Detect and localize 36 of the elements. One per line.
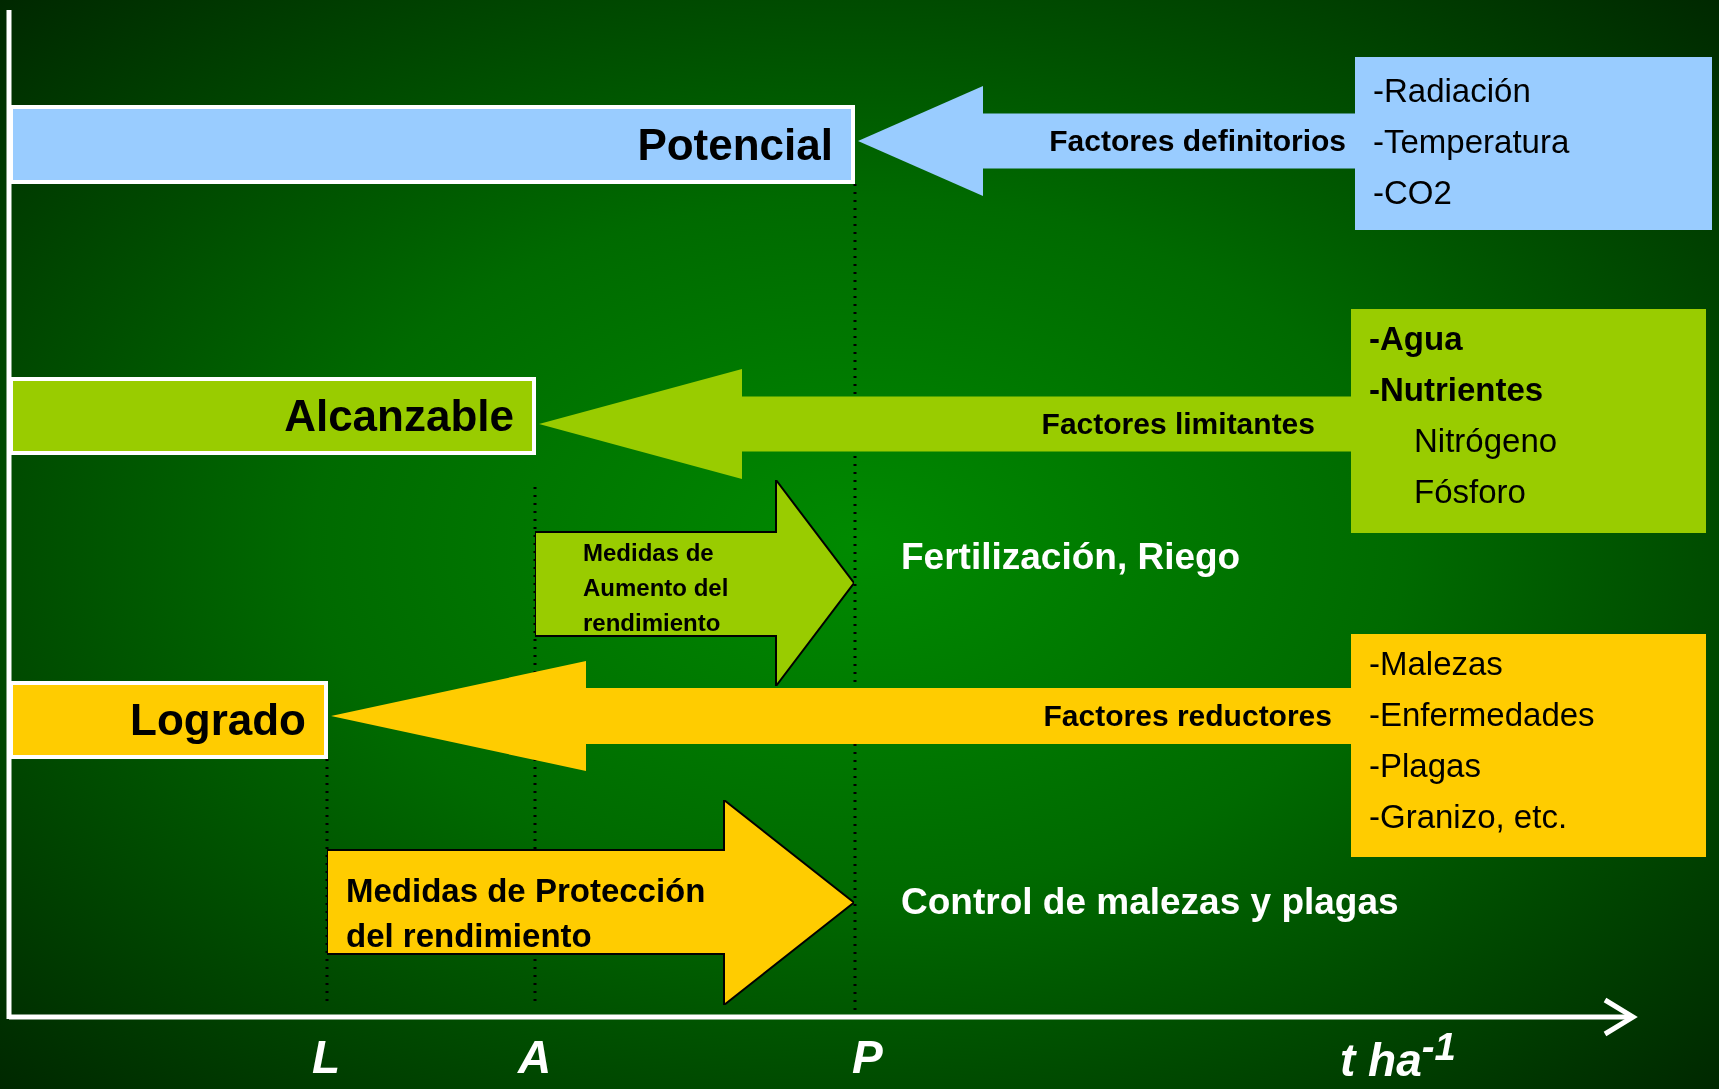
- list-item: -Temperatura: [1373, 122, 1570, 162]
- yield-bar: [9, 377, 536, 455]
- yield-bar: [9, 681, 328, 759]
- block-arrow: [535, 480, 854, 686]
- bar-label: Potencial: [637, 119, 833, 171]
- axis-unit: t ha$^{-1}$: [1340, 1026, 1456, 1086]
- axis-mark: P: [852, 1032, 883, 1083]
- axis-mark: L: [312, 1032, 341, 1083]
- bar-label: Logrado: [130, 694, 306, 746]
- list-item: -Agua: [1369, 319, 1463, 359]
- list-item: -CO2: [1373, 173, 1452, 213]
- list-item: -Enfermedades: [1369, 695, 1595, 735]
- block-arrow: [858, 86, 1355, 196]
- factor-list-box: [1355, 57, 1712, 230]
- arrow-label: Medidas de Protección del rendimiento: [346, 871, 707, 956]
- factor-list-box: [1351, 309, 1706, 533]
- axis-mark: A: [518, 1032, 552, 1083]
- factor-list-box: [1351, 634, 1706, 857]
- list-item: -Granizo, etc.: [1369, 797, 1568, 837]
- list-item: -Malezas: [1369, 644, 1503, 684]
- block-arrow: [327, 800, 854, 1005]
- edge-label: Factores limitantes: [1041, 406, 1315, 442]
- arrow-label: Medidas de Aumento del rendimiento: [583, 538, 730, 638]
- yield-bar: [9, 105, 855, 184]
- block-arrow: [331, 661, 1351, 771]
- edge-label: Factores reductores: [1043, 698, 1332, 734]
- caption-text: Fertilización, Riego: [901, 537, 1241, 578]
- list-item: Nitrógeno: [1414, 421, 1558, 461]
- block-arrow: [539, 369, 1351, 479]
- caption-text: Control de malezas y plagas: [901, 882, 1399, 923]
- list-item: Fósforo: [1414, 472, 1526, 512]
- list-item: -Radiación: [1373, 71, 1531, 111]
- list-item: -Plagas: [1369, 746, 1481, 786]
- edge-label: Factores definitorios: [1049, 123, 1346, 159]
- list-item: -Nutrientes: [1369, 370, 1544, 410]
- bar-label: Alcanzable: [284, 390, 514, 442]
